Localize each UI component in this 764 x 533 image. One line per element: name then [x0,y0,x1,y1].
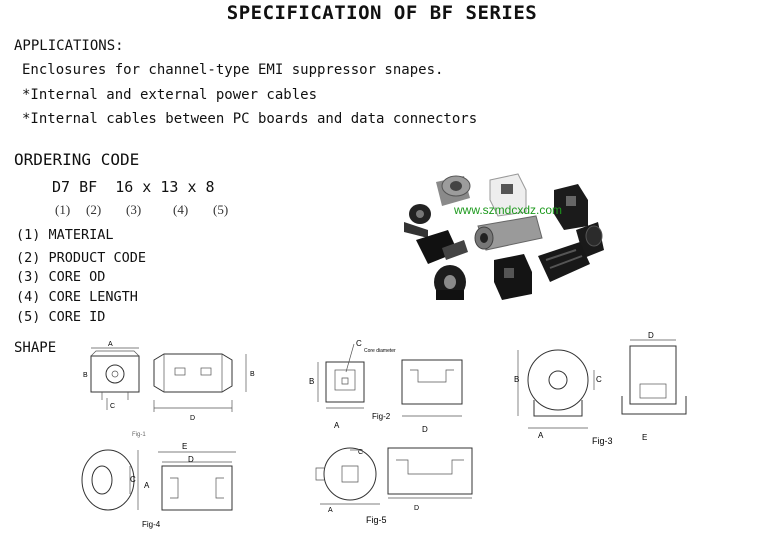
fig3-end-view: B C A [514,349,602,440]
fig5-caption: Fig-5 [366,515,387,525]
ordering-code-heading: ORDERING CODE [14,150,140,169]
black-long-clamp-image [538,242,590,282]
figure-5: C A D Fig-5 [315,447,473,525]
black-square-core-image [554,184,588,230]
grey-round-core-image [436,175,471,206]
figure-4: A C E D Fig-4 [81,442,236,529]
ordering-item: (3) CORE OD [16,269,106,285]
ordering-item: (2) PRODUCT CODE [16,250,147,266]
fig3-label: D [648,331,654,340]
code-index: (4) [173,202,189,217]
application-line: *Internal cables between PC boards and d… [22,111,478,127]
white-square-core-image [489,173,527,217]
ordering-item: (1) MATERIAL [16,227,114,243]
code-index: (5) [213,202,229,217]
fig4-label: A [144,481,150,490]
fig3-side-view: D E [621,331,687,442]
black-square-bottom-core-image [494,254,532,300]
black-round-bottom-core-image [434,265,466,300]
application-line: Enclosures for channel-type EMI suppress… [22,62,444,78]
grey-long-core-image [474,215,543,251]
code-index: (2) [86,202,102,217]
fig1-side-view: D B [153,353,255,422]
fig2-label: B [309,377,314,386]
application-line: *Internal and external power cables [22,87,318,103]
fig4-side-view: E D [158,442,236,511]
fig2-label: A [334,421,340,430]
shape-heading: SHAPE [14,340,57,356]
fig4-caption: Fig-4 [142,520,161,529]
fig5-side-view: D [387,447,473,512]
small-black-core-image [404,204,431,238]
fig1-end-view: A B C [83,341,140,410]
fig4-end-view: A C [81,449,150,511]
fig5-end-view: C A [315,447,380,514]
figure-3: B C A D E Fig-3 [514,331,687,446]
fig2-label: Core diameter [364,348,396,354]
figure-2: B A C Core diameter D Fig-2 [309,339,463,434]
fig2-end-view: B A C Core diameter [309,339,396,430]
watermark: www.szmdcxdz.com [453,203,562,217]
fig4-label: E [182,442,187,451]
fig2-label: D [422,425,428,434]
applications-heading: APPLICATIONS: [14,38,124,54]
fig3-label: E [642,433,647,442]
fig2-caption: Fig-2 [372,412,391,421]
ordering-item: (4) CORE LENGTH [16,289,138,305]
fig4-label: D [188,455,194,464]
code-index: (1) [55,202,71,217]
figure-1: A B C D B Fig-1 [83,341,255,438]
fig5-label: A [328,507,333,514]
fig2-side-view: D [401,359,463,434]
fig1-label: C [110,403,115,410]
ordering-code: D7 BF 16 x 13 x 8 [52,178,215,196]
product-photo: www.szmdcxdz.com [404,173,604,300]
fig3-label: C [596,375,602,384]
fig3-caption: Fig-3 [592,436,613,446]
fig1-label: B [250,371,255,378]
fig1-label: B [83,372,88,379]
fig3-label: A [538,431,544,440]
ordering-code-indexes: (1) (2) (3) (4) (5) [55,202,243,218]
fig5-label: C [358,449,363,456]
code-index: (3) [126,202,142,217]
fig5-label: D [414,505,419,512]
fig1-label: D [190,415,195,422]
fig4-label: C [130,475,136,484]
fig2-label: C [356,339,362,348]
ordering-item: (5) CORE ID [16,309,106,325]
fig1-label: A [108,341,113,348]
fig3-label: B [514,375,519,384]
page-title: SPECIFICATION OF BF SERIES [226,2,538,24]
open-clamp-core-image [416,230,468,264]
fig1-caption: Fig-1 [132,432,146,438]
